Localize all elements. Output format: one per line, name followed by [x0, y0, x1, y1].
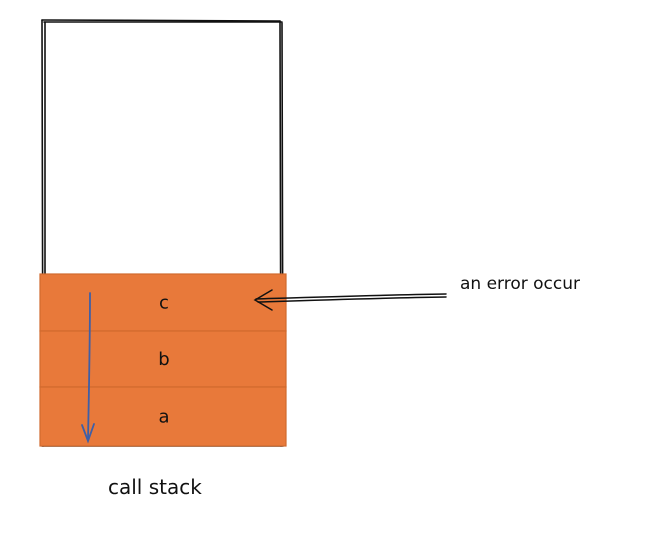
- stack-frame-a: a: [39, 386, 287, 447]
- stack-frames: c b a: [39, 273, 287, 447]
- stack-frame-box: [39, 330, 287, 388]
- stack-frame-label: c: [159, 293, 169, 314]
- unwind-arrow: [81, 292, 95, 444]
- stack-frame-label: a: [158, 407, 169, 428]
- stack-frame-b: b: [39, 330, 287, 388]
- call-stack-caption: call stack: [108, 475, 202, 499]
- error-annotation: an error occur: [460, 274, 580, 294]
- stack-frame-c: c: [39, 273, 287, 332]
- stack-frame-label: b: [158, 349, 169, 370]
- error-pointer-arrow: [253, 289, 447, 311]
- stack-frame-box: [39, 386, 287, 447]
